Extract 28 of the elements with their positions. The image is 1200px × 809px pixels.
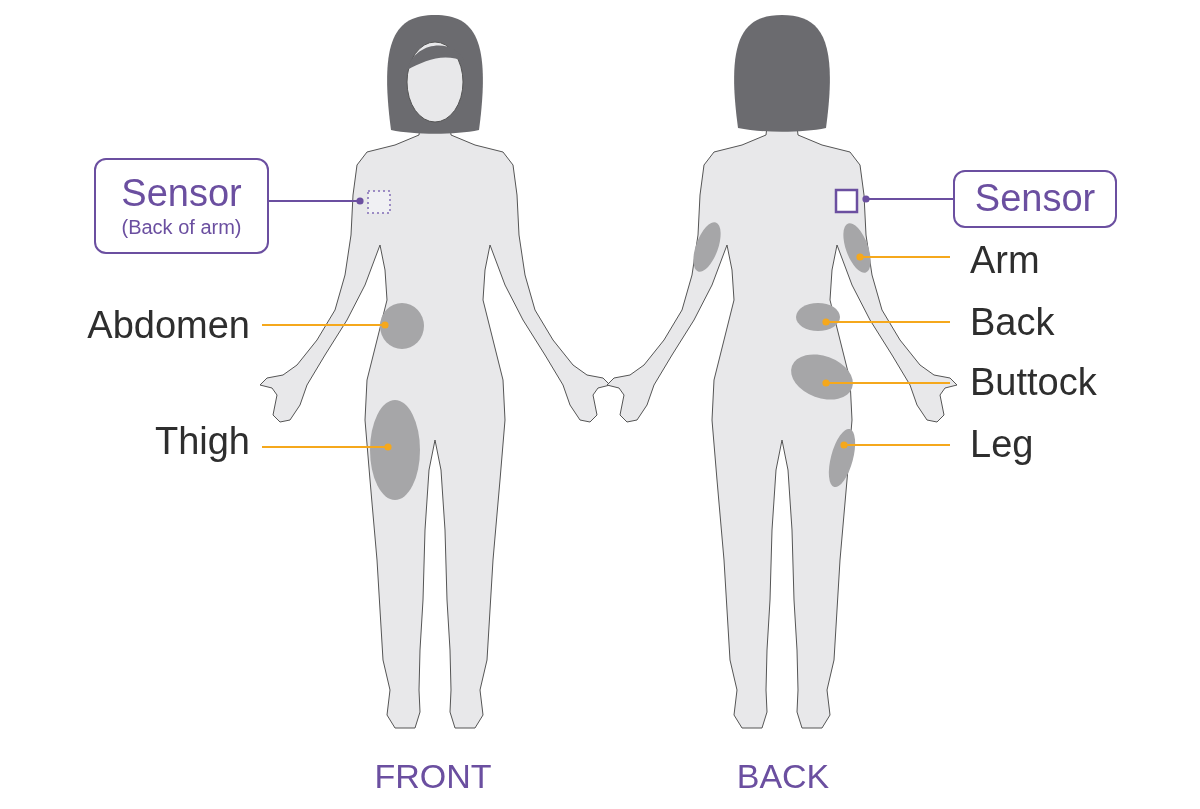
view-label: BACK <box>736 757 830 796</box>
site-label: Back <box>970 302 1055 344</box>
leader-line <box>822 318 951 326</box>
site-label: Leg <box>970 424 1034 466</box>
leader-line <box>268 197 364 205</box>
callout-box <box>953 170 1117 228</box>
sensor-square <box>367 190 391 214</box>
leader-line <box>261 321 389 329</box>
injection-site-patch <box>828 428 856 488</box>
leader-line <box>261 443 392 451</box>
injection-site-patch <box>380 303 424 349</box>
callout-title: Sensor <box>974 178 1096 220</box>
leader-line <box>840 441 951 449</box>
site-label: Thigh <box>154 421 250 463</box>
site-label: Arm <box>970 240 1040 282</box>
site-label: Buttock <box>970 362 1097 404</box>
injection-site-patch <box>843 223 871 273</box>
callout-subtitle: (Back of arm) <box>121 214 242 239</box>
injection-site-patch <box>796 303 840 331</box>
injection-site-patch <box>791 354 853 400</box>
site-label: Abdomen <box>87 305 250 347</box>
injection-site-patch <box>370 400 420 500</box>
view-label: FRONT <box>374 757 492 796</box>
leader-line <box>862 195 954 203</box>
leader-line <box>856 253 951 261</box>
callout-box <box>94 158 269 254</box>
sensor-square <box>834 188 859 214</box>
callout-title: Sensor <box>121 173 242 215</box>
